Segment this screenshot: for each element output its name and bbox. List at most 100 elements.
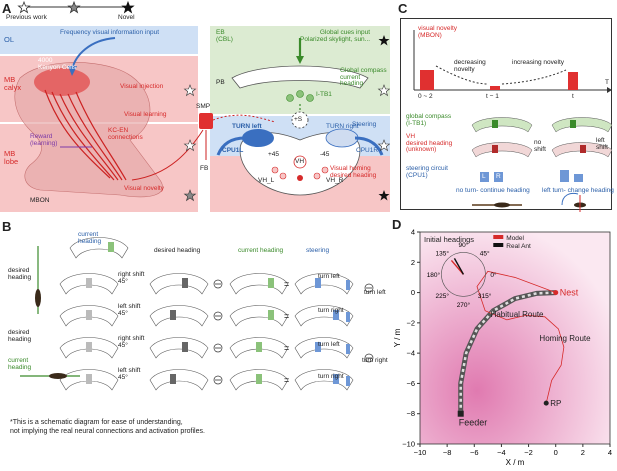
b-current-heading-arc xyxy=(69,237,129,259)
label-cpu1r: CPU1R xyxy=(356,147,379,154)
label-global-compass: Global compass current heading xyxy=(340,67,387,87)
b-shifted-arc-2 xyxy=(149,337,209,359)
y-tick-label: −2 xyxy=(406,318,415,327)
homing-route-label: Homing Route xyxy=(539,334,591,343)
x-axis-label: X / m xyxy=(506,458,525,467)
b-steering-col: steering xyxy=(306,247,330,254)
novelty-bar-t1 xyxy=(490,86,500,90)
ant-icon xyxy=(494,202,510,208)
b-current-arc-1 xyxy=(229,305,289,327)
c-decreasing: decreasing novelty xyxy=(454,59,486,73)
c-increasing: increasing novelty xyxy=(512,59,565,66)
y-tick-label: 4 xyxy=(411,228,415,237)
label-global-cues: Global cues input Polarized skylight, su… xyxy=(300,29,371,43)
smp-box xyxy=(199,113,213,129)
x-tick-label: 4 xyxy=(608,448,612,457)
x-tick-label: −6 xyxy=(470,448,479,457)
panel-letter-b: B xyxy=(2,219,12,234)
x-tick-label: −4 xyxy=(497,448,506,457)
label-mbon: MBON xyxy=(30,197,50,204)
legend-novel: Novel xyxy=(118,14,135,21)
compass-label: 270° xyxy=(457,301,471,309)
x-tick-label: −10 xyxy=(414,448,427,457)
equals-sign: = xyxy=(284,311,289,321)
label-kc-en: KC-EN connections xyxy=(108,127,143,141)
novelty-legend xyxy=(17,0,135,14)
y-tick-label: −4 xyxy=(406,349,415,358)
rp-marker xyxy=(543,400,549,406)
hollow-star-icon xyxy=(17,0,31,14)
legend-swatch xyxy=(493,243,504,247)
panel-c-frame xyxy=(400,18,612,210)
c-vn-label: visual novelty (MBON) xyxy=(418,25,458,39)
c-T: T xyxy=(605,79,609,86)
compass-label: 225° xyxy=(435,292,449,300)
label-smp: SMP xyxy=(196,103,211,110)
panel-a-drawing xyxy=(14,35,390,202)
x-tick-label: −8 xyxy=(443,448,452,457)
c-L: L xyxy=(482,173,486,180)
ant-icon xyxy=(49,373,67,379)
b-current-heading-2: current heading xyxy=(8,357,32,371)
rp-label: RP xyxy=(550,399,561,408)
label-mb-calyx: MB calyx xyxy=(4,75,22,92)
hollow-star-icon xyxy=(377,139,390,152)
compass-label: 135° xyxy=(435,250,449,258)
label-ol: OL xyxy=(4,35,15,44)
panel-letter-c: C xyxy=(398,1,408,16)
label-steering: Steering xyxy=(352,121,377,128)
panel-letter-d: D xyxy=(392,217,402,232)
b-right-shift-1: right shift 45° xyxy=(118,271,145,285)
steering-bar xyxy=(346,280,350,290)
half-star-icon xyxy=(183,189,197,202)
plot-area xyxy=(419,231,611,445)
c-tick-2: t xyxy=(572,93,574,100)
c-no-shift: no shift xyxy=(534,139,546,153)
c-vh-label: VH desired heading (unknown) xyxy=(406,133,453,153)
label-turn-left: TURN left xyxy=(232,123,262,130)
equals-sign: = xyxy=(284,279,289,289)
label-plus-s: +S xyxy=(294,116,303,123)
label-i-tb1: I-TB1 xyxy=(316,91,332,98)
feeder-marker xyxy=(457,410,464,417)
panel-c: C visual novelty (MBON) decreasing no xyxy=(392,0,617,215)
b-desired-col: desired heading xyxy=(154,247,201,254)
kenyon-cells xyxy=(34,68,90,96)
c-tick-0: 0 ~ 2 xyxy=(418,93,433,100)
cpu1r-node xyxy=(325,128,359,148)
b-current-arc-2 xyxy=(229,337,289,359)
b-left-shift-1: left shift 45° xyxy=(118,303,141,317)
legend-entry: Model xyxy=(506,235,524,242)
compass-label: 90° xyxy=(459,241,469,249)
half-star-icon xyxy=(67,0,81,14)
equals-sign: = xyxy=(284,375,289,385)
panel-b: B ==== current heading desired heading d… xyxy=(0,218,390,471)
hollow-star-icon xyxy=(183,84,197,97)
b-turn-right-2: turn right xyxy=(318,373,344,380)
b-turn-left-1: turn left xyxy=(318,273,340,280)
hollow-star-icon xyxy=(377,84,390,97)
panel-c-drawing xyxy=(413,30,613,212)
b-right-shift-2: right shift 45° xyxy=(118,335,145,349)
x-tick-label: 0 xyxy=(554,448,558,457)
y-axis-label: Y / m xyxy=(393,328,402,347)
b-desired-heading-2: desired heading xyxy=(8,329,32,343)
b-desired-heading-1: desired heading xyxy=(8,267,32,281)
panel-b-drawing: ==== xyxy=(20,237,374,391)
b-turn-right-main: turn right xyxy=(362,357,388,364)
b-turn-left-main: turn left xyxy=(364,289,386,296)
novelty-bar-0 xyxy=(420,70,434,90)
steering-bar xyxy=(346,344,350,354)
b-footnote: *This is a schematic diagram for ease of… xyxy=(10,419,205,436)
y-tick-label: −6 xyxy=(406,379,415,388)
b-current-arc-3 xyxy=(229,369,289,391)
label-freq: Frequency visual information input xyxy=(60,29,159,36)
label-vhl: VH_L xyxy=(258,177,275,184)
label-mb-lobe: MB lobe xyxy=(4,149,19,166)
c-gc-label: global compass (I-TB1) xyxy=(406,113,452,127)
label-homing: Visual homing desired heading xyxy=(330,165,377,179)
c-tick-1: t − 1 xyxy=(486,93,499,100)
filled-star-icon xyxy=(121,0,135,14)
feeder-label: Feeder xyxy=(459,418,488,428)
